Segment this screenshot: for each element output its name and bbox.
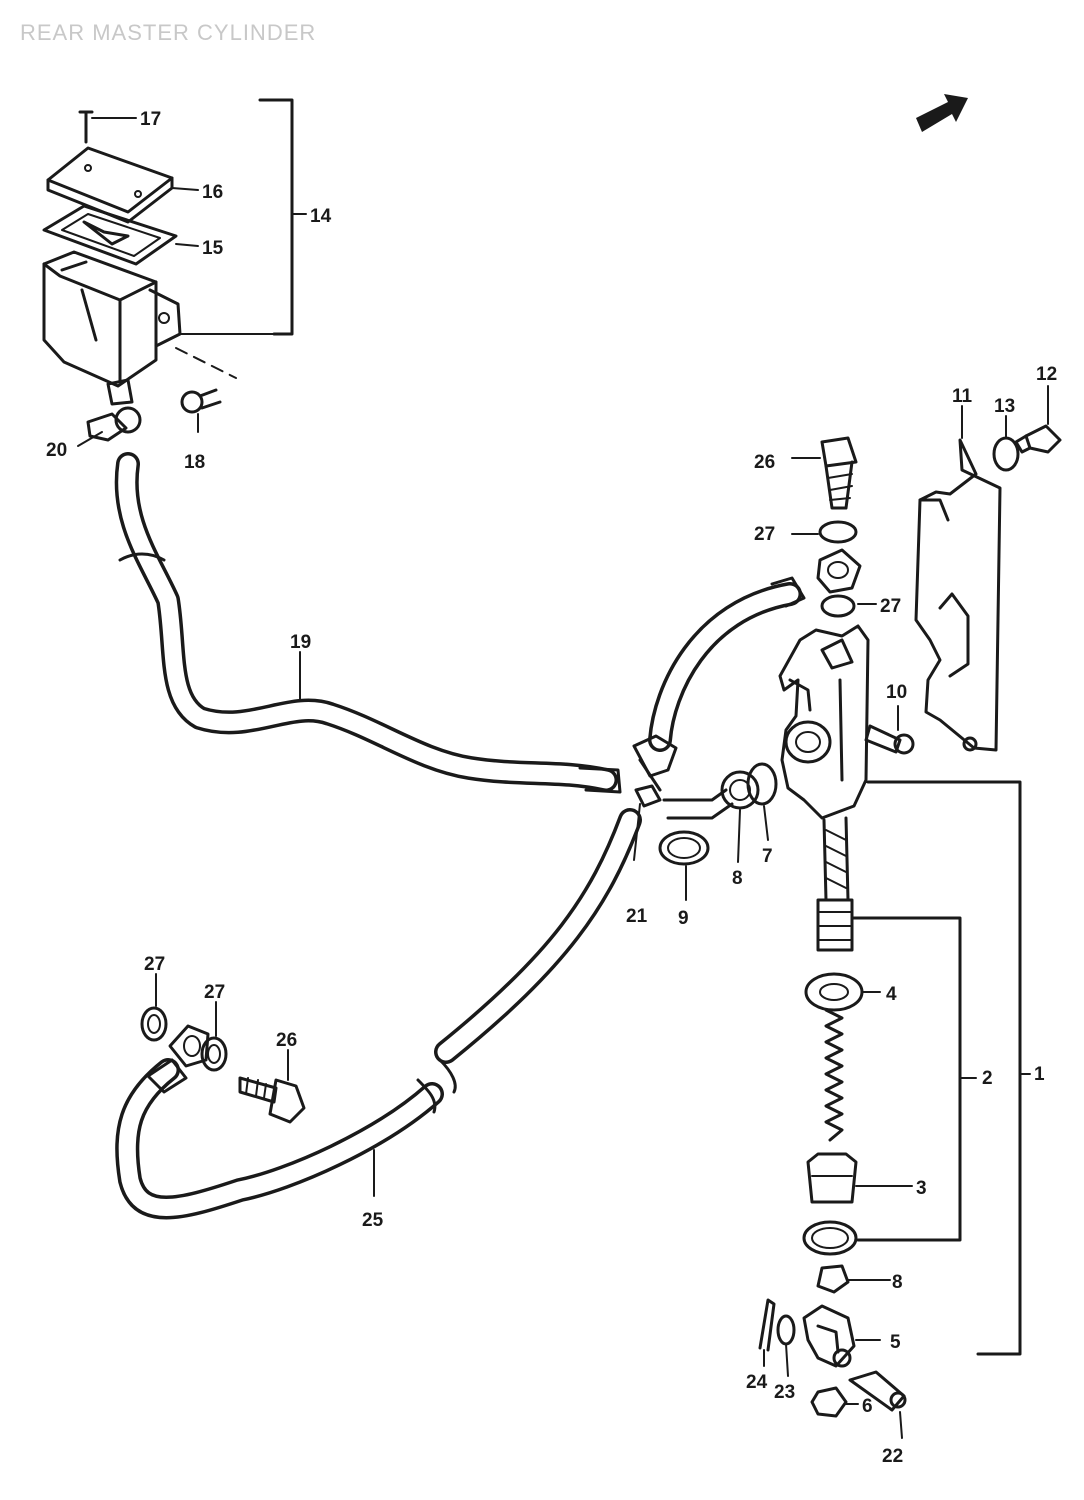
piston-cup [816, 898, 961, 952]
mount-bolt-10 [864, 705, 915, 755]
diagram-title: REAR MASTER CYLINDER [20, 20, 316, 45]
callout-14: 14 [310, 206, 332, 227]
callout-2: 2 [982, 1068, 993, 1089]
hose-clamp-upper [77, 406, 142, 447]
callout-23: 23 [774, 1382, 795, 1403]
callout-18: 18 [184, 452, 205, 473]
hose-19 [114, 452, 622, 794]
banjo-fitting [816, 548, 862, 594]
nut-8 [816, 1264, 891, 1294]
union-bolt-26-upper [791, 436, 858, 510]
cotter-pin-24 [758, 1298, 776, 1367]
callout-9: 9 [678, 908, 689, 929]
reservoir-diaphragm [42, 204, 199, 266]
push-rod [822, 816, 850, 902]
callout-22: 22 [882, 1446, 903, 1467]
hose-upper-return [648, 576, 806, 752]
reservoir-cap [46, 146, 199, 224]
callout-21: 21 [626, 906, 648, 927]
washer-23 [776, 1314, 796, 1377]
callout-25: 25 [362, 1210, 384, 1231]
washer-13 [992, 415, 1020, 472]
washer-27-upper [791, 520, 858, 544]
oring-9 [658, 830, 710, 901]
callout-26-lower: 26 [276, 1030, 297, 1051]
bracket-2 [850, 916, 962, 1242]
reservoir-tank [42, 250, 293, 406]
washer-27-left-a [140, 973, 168, 1042]
callout-10: 10 [886, 682, 907, 703]
callout-7: 7 [762, 846, 773, 867]
washer-27-lower [820, 594, 877, 618]
washer-27-left-b [200, 1001, 228, 1072]
banjo-lower-left [168, 1024, 210, 1068]
reservoir-screw [78, 110, 137, 144]
bracket-14 [258, 98, 294, 336]
callout-11: 11 [952, 386, 973, 407]
callout-27-left-b: 27 [204, 982, 225, 1003]
callout-20: 20 [46, 440, 67, 461]
callout-3: 3 [916, 1178, 927, 1199]
callout-24: 24 [746, 1372, 768, 1393]
bolt-12 [1014, 385, 1062, 454]
callout-4: 4 [886, 984, 897, 1005]
callout-13: 13 [994, 396, 1015, 417]
callout-16: 16 [202, 182, 223, 203]
callout-6: 6 [862, 1396, 873, 1417]
callout-17: 17 [140, 109, 161, 130]
front-arrow-icon [916, 94, 968, 132]
heel-guard-bracket [914, 405, 1002, 752]
reservoir-mount-bolt [180, 388, 222, 433]
callout-1: 1 [1034, 1064, 1045, 1085]
union-bolt-26-lower [238, 1049, 306, 1124]
washer-4 [804, 972, 881, 1012]
callout-27-mid: 27 [880, 596, 901, 617]
piston-3 [806, 1152, 913, 1204]
callout-26-upper: 26 [754, 452, 775, 473]
hose-25 [115, 808, 642, 1220]
lock-nut-6 [810, 1386, 859, 1418]
return-spring [824, 1008, 844, 1142]
callout-27-upper: 27 [754, 524, 775, 545]
clevis-5 [802, 1304, 881, 1368]
circlip [802, 1220, 961, 1256]
callout-8-lower: 8 [892, 1272, 903, 1293]
callout-15: 15 [202, 238, 224, 259]
callout-27-left-a: 27 [144, 954, 165, 975]
callout-8-upper: 8 [732, 868, 743, 889]
bracket-1 [866, 780, 1022, 1356]
cylinder-body [778, 624, 1021, 820]
joint-fitting [632, 734, 778, 863]
callout-5: 5 [890, 1332, 901, 1353]
callout-12: 12 [1036, 364, 1057, 385]
clevis-pin-22 [848, 1370, 907, 1439]
callout-19: 19 [290, 632, 311, 653]
